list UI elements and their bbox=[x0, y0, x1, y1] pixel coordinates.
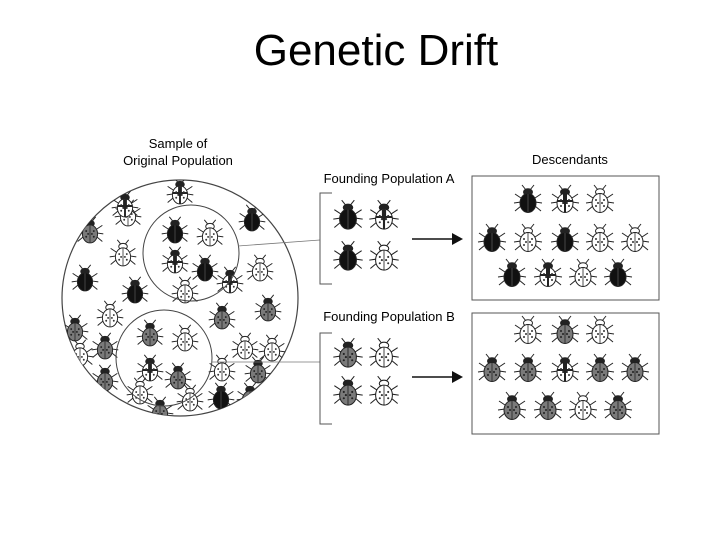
beetle-white bbox=[369, 240, 399, 271]
beetle-white bbox=[84, 394, 112, 416]
beetle-black bbox=[71, 264, 99, 292]
sample-circle-a bbox=[142, 204, 240, 302]
beetle-white bbox=[176, 384, 204, 412]
beetle-gray bbox=[497, 391, 527, 420]
beetle-mixed bbox=[136, 354, 164, 382]
beetle-gray bbox=[91, 332, 119, 360]
beetle-white bbox=[585, 315, 615, 344]
beetle-mixed bbox=[550, 184, 580, 213]
original-population-beetles bbox=[62, 180, 286, 416]
founding-population-b-beetles bbox=[333, 337, 399, 406]
beetle-gray bbox=[76, 216, 104, 244]
beetle-black bbox=[333, 240, 363, 271]
beetle-black bbox=[238, 204, 266, 232]
beetle-white bbox=[568, 391, 598, 420]
beetle-white bbox=[258, 334, 286, 362]
beetle-white bbox=[513, 223, 543, 252]
beetle-white bbox=[568, 258, 598, 287]
beetle-black bbox=[477, 223, 507, 252]
founding-population-b-label: Founding Population B bbox=[323, 309, 455, 324]
beetle-gray bbox=[585, 353, 615, 382]
beetle-white bbox=[171, 324, 199, 352]
beetle-gray bbox=[620, 353, 650, 382]
beetle-black bbox=[603, 258, 633, 287]
sample-circle-b bbox=[115, 309, 213, 407]
beetle-gray bbox=[254, 294, 282, 322]
beetle-gray bbox=[208, 302, 236, 330]
sample-label-line-2: Original Population bbox=[123, 153, 233, 168]
beetle-white bbox=[171, 276, 199, 304]
beetle-gray bbox=[533, 391, 563, 420]
beetle-white bbox=[246, 254, 274, 282]
beetle-gray bbox=[603, 391, 633, 420]
beetle-white bbox=[126, 377, 154, 405]
connector-line-a bbox=[237, 239, 321, 247]
beetle-gray bbox=[513, 353, 543, 382]
beetle-black bbox=[550, 223, 580, 252]
beetle-white bbox=[96, 300, 124, 328]
descendants-label: Descendants bbox=[532, 152, 608, 167]
beetle-black bbox=[497, 258, 527, 287]
beetle-mixed bbox=[161, 246, 189, 274]
arrow-a bbox=[412, 233, 463, 245]
beetle-gray bbox=[333, 375, 363, 406]
beetle-mixed bbox=[533, 258, 563, 287]
sample-label: Sample of Original Population bbox=[108, 135, 248, 169]
beetle-black bbox=[333, 199, 363, 230]
beetle-white bbox=[585, 223, 615, 252]
beetle-mixed bbox=[216, 266, 244, 294]
page-title: Genetic Drift bbox=[253, 26, 499, 75]
beetle-white bbox=[585, 184, 615, 213]
beetle-white bbox=[369, 375, 399, 406]
founding-population-a-beetles bbox=[333, 199, 399, 271]
beetle-gray bbox=[136, 319, 164, 347]
sample-label-line-1: Sample of bbox=[148, 136, 208, 151]
beetle-mixed bbox=[166, 180, 194, 205]
beetle-black bbox=[513, 184, 543, 213]
beetle-gray bbox=[333, 337, 363, 368]
beetle-white bbox=[109, 239, 137, 267]
beetle-white bbox=[208, 354, 236, 382]
beetle-black bbox=[191, 254, 219, 282]
descendants-a-beetles bbox=[477, 184, 650, 287]
beetle-black bbox=[161, 216, 189, 244]
beetle-gray bbox=[164, 362, 192, 390]
beetle-gray bbox=[91, 364, 119, 392]
founding-box-a bbox=[319, 192, 332, 285]
beetle-mixed bbox=[550, 353, 580, 382]
beetle-black bbox=[207, 382, 235, 410]
founding-box-b bbox=[319, 332, 332, 425]
beetle-gray bbox=[477, 353, 507, 382]
beetle-white bbox=[196, 219, 224, 247]
arrow-b bbox=[412, 371, 463, 383]
beetle-mixed bbox=[369, 199, 399, 230]
founding-population-a-label: Founding Population A bbox=[323, 171, 455, 186]
beetle-white bbox=[513, 315, 543, 344]
beetle-gray bbox=[550, 315, 580, 344]
descendants-b-beetles bbox=[477, 315, 650, 420]
beetle-white bbox=[620, 223, 650, 252]
beetle-white bbox=[231, 332, 259, 360]
beetle-white bbox=[369, 337, 399, 368]
beetle-black bbox=[121, 276, 149, 304]
